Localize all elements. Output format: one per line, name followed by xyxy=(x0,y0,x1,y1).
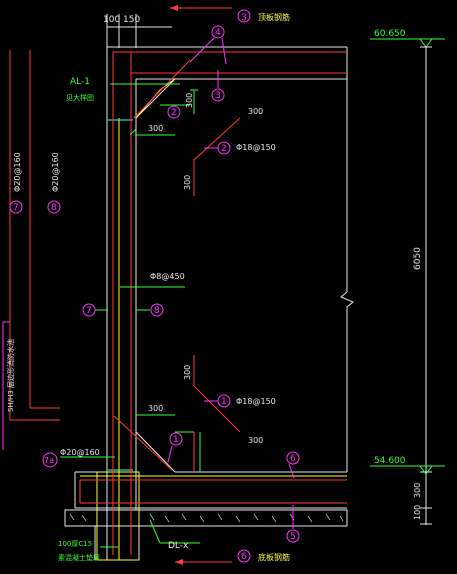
bedding-layer xyxy=(64,509,348,560)
dim-300-right: 300 xyxy=(413,483,422,498)
top-rebar-label: 3 顶板钢筋 xyxy=(170,5,290,23)
yellow-outlines xyxy=(80,78,347,561)
bar8-spec: Φ20@160 xyxy=(51,152,60,192)
dim-300-e: 300 xyxy=(183,365,192,380)
al1-sub: 见大样图 xyxy=(66,93,94,102)
rebar xyxy=(9,50,347,563)
circle-3-top: 3 xyxy=(241,13,247,23)
circle-1-haunch: 1 xyxy=(173,435,179,445)
dim-300-f: 300 xyxy=(148,404,163,413)
bar7-spec: Φ20@160 xyxy=(13,152,22,192)
dim-100-label: 100 xyxy=(103,15,120,25)
bedding-label-2: 素混凝土垫层 xyxy=(58,553,100,562)
leaders xyxy=(60,83,201,548)
wall-outline xyxy=(74,46,354,560)
circle-6: 6 xyxy=(290,454,296,464)
circle-4: 4 xyxy=(215,28,221,38)
bar7a-spec: Φ20@160 xyxy=(60,448,100,457)
right-dimension: 6050 300 100 xyxy=(413,46,432,525)
elevation-top-label: 60.650 xyxy=(374,29,406,39)
callout-leaders xyxy=(2,37,295,529)
circle-2: 2 xyxy=(221,144,227,154)
bottom-rebar-text: 底板钢筋 xyxy=(258,552,290,562)
dim-6050: 6050 xyxy=(413,247,423,270)
circle-8-left: 8 xyxy=(51,203,57,213)
dim-300-b: 300 xyxy=(248,107,263,116)
circle-6-bottom: 6 xyxy=(241,552,247,562)
circle-7-left: 7 xyxy=(13,203,19,213)
dim-150-label: 150 xyxy=(123,15,140,25)
callout-circles xyxy=(9,25,300,563)
bar2-spec: Φ18@150 xyxy=(236,143,276,152)
dim-300-d: 300 xyxy=(183,175,192,190)
circle-8: 8 xyxy=(154,306,160,316)
top-dimension: 100 150 xyxy=(103,14,172,48)
bottom-arrow-head xyxy=(175,559,183,565)
top-rebar-text: 顶板钢筋 xyxy=(258,12,290,22)
circle-2-haunch: 2 xyxy=(171,108,177,118)
dlx-label: DL-x xyxy=(168,541,189,551)
circle-3: 3 xyxy=(215,91,221,101)
dim-300-a: 300 xyxy=(148,124,163,133)
circle-7a: 7a xyxy=(44,456,54,465)
left-vertical-label: SH/H3 层边形消防水池 xyxy=(6,339,15,412)
stirrup-spec: Φ8@450 xyxy=(150,272,185,281)
elevation-bottom: 54.600 xyxy=(370,456,445,475)
dim-300-g: 300 xyxy=(248,436,263,445)
circle-7: 7 xyxy=(86,306,92,316)
bar1-spec: Φ18@150 xyxy=(236,397,276,406)
elevation-top: 60.650 xyxy=(370,29,445,48)
dim-300-c: 300 xyxy=(185,93,194,108)
cyan-accents xyxy=(108,119,133,471)
al1-label: AL-1 xyxy=(70,77,90,87)
circle-1: 1 xyxy=(221,397,227,407)
dim-100-right: 100 xyxy=(413,505,422,520)
circle-5: 5 xyxy=(290,532,296,542)
elevation-bottom-label: 54.600 xyxy=(374,456,406,466)
bedding-label-1: 100厚C15 xyxy=(58,540,92,548)
